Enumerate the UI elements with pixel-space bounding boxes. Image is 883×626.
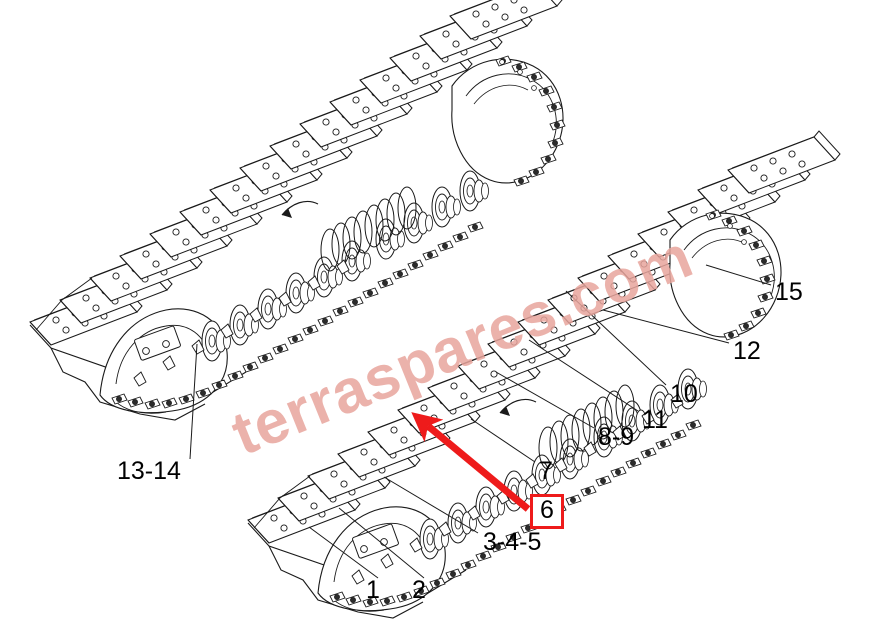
callout-3-4-5-leader — [383, 476, 479, 534]
callout-10[interactable]: 10 — [670, 380, 698, 408]
callout-7-leader — [470, 418, 536, 463]
callout-6[interactable]: 6 — [530, 494, 564, 529]
callout-12[interactable]: 12 — [733, 337, 761, 365]
callout-8-9-leader — [495, 371, 595, 429]
callout-11[interactable]: 11 — [642, 406, 668, 434]
callout-10-leader — [565, 290, 667, 386]
upper-roller-spring-group — [201, 170, 489, 362]
upper-idler-housing — [99, 308, 228, 414]
callout-3-4-5[interactable]: 3-4-5 — [483, 528, 542, 556]
lower-track-assembly — [247, 130, 841, 619]
upper-track-assembly — [29, 0, 566, 421]
callout-leader-lines — [189, 264, 772, 579]
callout-13-14[interactable]: 13-14 — [117, 457, 181, 485]
callout-8-9[interactable]: 8-9 — [598, 423, 635, 451]
upper-sprocket-end — [451, 55, 566, 187]
callout-11-leader — [528, 339, 639, 412]
highlight-arrow — [411, 412, 531, 512]
lower-sprocket-end — [669, 209, 782, 341]
callout-1[interactable]: 1 — [366, 576, 380, 604]
callout-13-14-leader — [189, 343, 198, 460]
callout-15-leader — [705, 264, 772, 286]
callout-15[interactable]: 15 — [775, 278, 803, 306]
callout-2[interactable]: 2 — [412, 576, 426, 604]
callout-7[interactable]: 7 — [539, 457, 553, 485]
callout-2-leader — [338, 507, 425, 579]
lower-roller-spring-group — [419, 368, 707, 560]
callout-12-leader — [602, 309, 730, 344]
callout-1-leader — [308, 526, 379, 579]
